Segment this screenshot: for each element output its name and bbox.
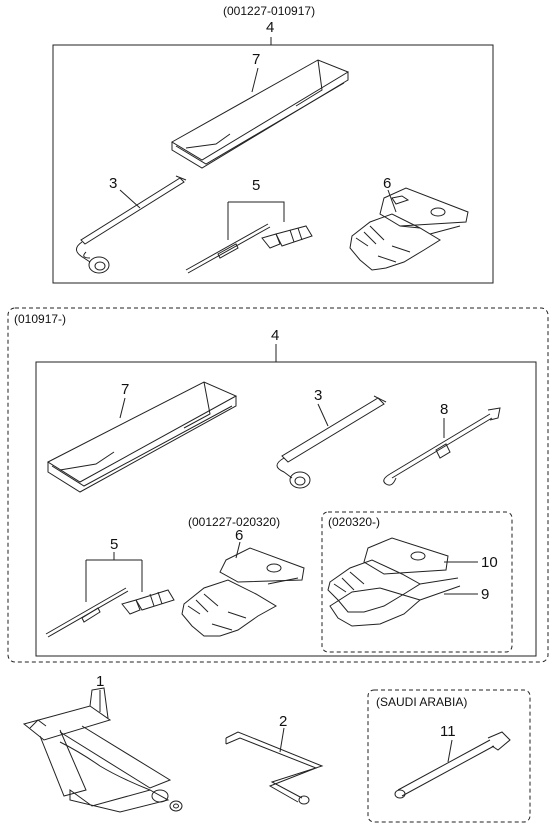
- callout-4-mid: 4: [271, 327, 280, 344]
- mid-group-frame: [7, 307, 549, 663]
- callout-3-mid: 3: [314, 387, 323, 404]
- top-group-period: (001227-010917): [223, 4, 316, 18]
- gloves-icon: [349, 187, 469, 271]
- extension-bar-icon: [394, 731, 511, 799]
- callout-5-top: 5: [252, 177, 261, 194]
- callout-6-mid: 6: [235, 527, 244, 544]
- sub-old-period: (001227-020320): [188, 515, 281, 529]
- top-group-frame: [52, 44, 494, 284]
- tow-hook-icon: [383, 407, 501, 486]
- gloves-icon: [181, 547, 305, 637]
- callout-7-mid: 7: [121, 381, 130, 398]
- callout-10-mid: 10: [481, 554, 498, 571]
- sub-box-new: [321, 511, 513, 653]
- mid-group-period: (010917-): [14, 312, 67, 326]
- mid-inner-frame: [35, 361, 537, 657]
- callout-4-top: 4: [266, 19, 275, 36]
- lug-wrench-icon: [76, 175, 187, 274]
- tool-case-icon: [46, 381, 238, 493]
- callout-1: 1: [96, 673, 105, 690]
- sub-new-period: (020320-): [328, 515, 381, 529]
- callout-8-mid: 8: [440, 401, 449, 418]
- scissor-jack-icon: [22, 687, 183, 813]
- tool-case-icon: [171, 59, 350, 169]
- screwdriver-icon: [45, 559, 175, 638]
- region-box: [367, 689, 531, 823]
- callout-6-top: 6: [383, 175, 392, 192]
- gloves-icon: [327, 537, 461, 627]
- callout-3-top: 3: [109, 175, 118, 192]
- region-box-label: (SAUDI ARABIA): [376, 695, 468, 709]
- screwdriver-icon: [185, 201, 313, 274]
- callout-11: 11: [440, 723, 456, 740]
- callout-7-top: 7: [252, 51, 261, 68]
- jack-handle-icon: [225, 731, 324, 805]
- callout-9-mid: 9: [481, 586, 490, 603]
- callout-5-mid: 5: [110, 536, 119, 553]
- lug-wrench-icon: [276, 395, 387, 489]
- callout-2: 2: [279, 713, 288, 730]
